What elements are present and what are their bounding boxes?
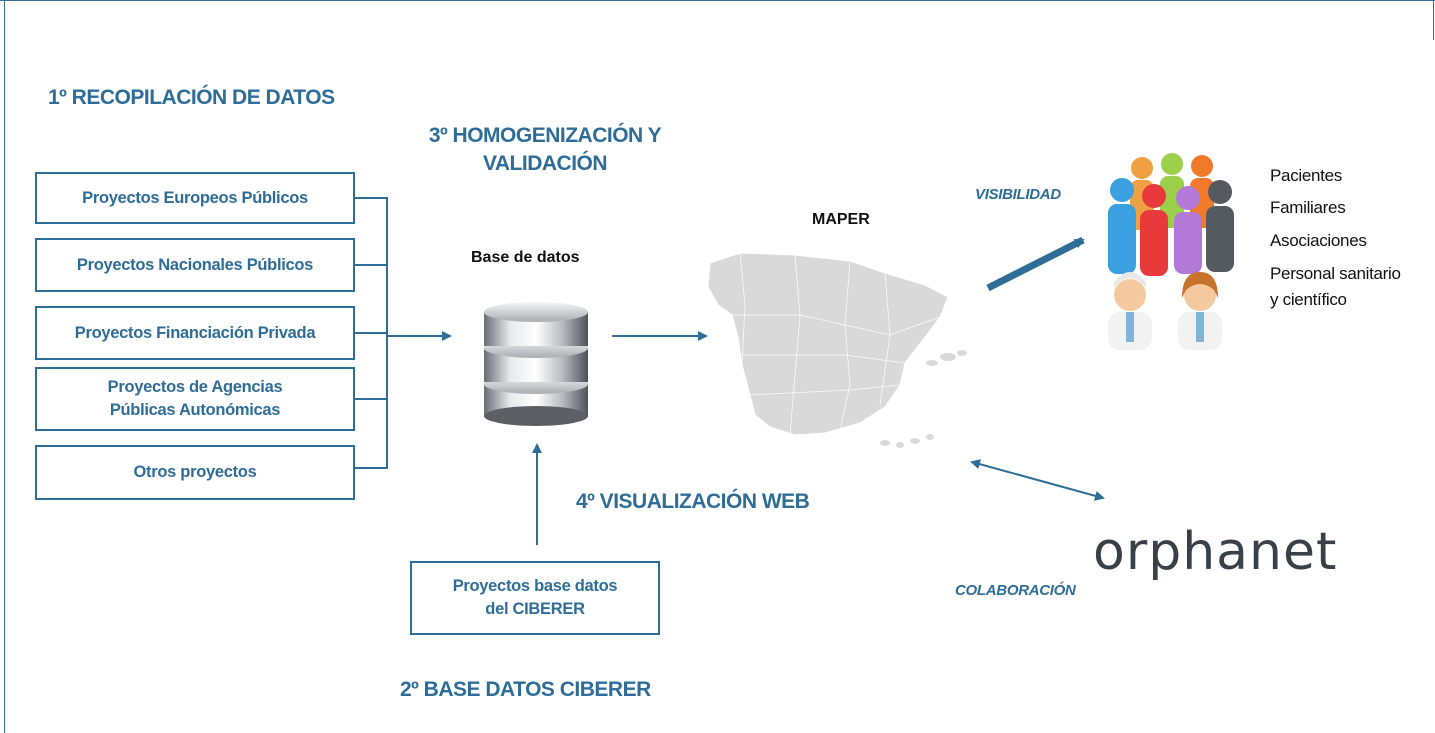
database-icon	[484, 302, 588, 426]
source-box-label: Proyectos Financiación Privada	[74, 323, 316, 342]
source-box-label-line2: Públicas Autonómicas	[109, 401, 281, 419]
source-box: Proyectos Financiación Privada	[35, 306, 355, 360]
step2-heading: 2º BASE DATOS CIBERER	[400, 678, 651, 701]
audience-item: y científico	[1270, 290, 1347, 309]
visibility-label: VISIBILIDAD	[975, 186, 1061, 203]
source-box-label: Otros proyectos	[133, 463, 257, 481]
audience-item: Pacientes	[1270, 166, 1342, 185]
collaboration-label: COLABORACIÓN	[955, 582, 1076, 599]
step3-heading-line2: VALIDACIÓN	[482, 152, 608, 175]
step3-heading-line1: 3º HOMOGENIZACIÓN Y	[428, 124, 662, 147]
step3-heading: 3º HOMOGENIZACIÓN Y VALIDACIÓN	[380, 124, 710, 176]
ciberer-box: Proyectos base datos del CIBERER	[410, 561, 660, 635]
ciberer-box-line1: Proyectos base datos	[452, 577, 618, 595]
spain-map-icon	[707, 252, 967, 448]
source-box-label-line1: Proyectos de Agencias	[107, 378, 283, 396]
orphanet-logo: orphanet	[1093, 522, 1338, 582]
frame-right-border	[1433, 0, 1434, 40]
source-box: Proyectos Nacionales Públicos	[35, 238, 355, 292]
step1-heading: 1º RECOPILACIÓN DE DATOS	[48, 86, 335, 109]
ciberer-box-line2: del CIBERER	[485, 600, 585, 618]
source-box: Proyectos de Agencias Públicas Autonómic…	[35, 367, 355, 431]
audience-item: Personal sanitario	[1270, 264, 1401, 283]
source-box: Otros proyectos	[35, 445, 355, 500]
audience-item: Asociaciones	[1270, 231, 1367, 250]
source-box: Proyectos Europeos Públicos	[35, 172, 355, 224]
collaboration-arrow	[970, 459, 1105, 501]
source-box-label: Proyectos Nacionales Públicos	[76, 255, 314, 274]
sources-bracket	[355, 197, 388, 469]
map-label: MAPER	[812, 211, 870, 228]
frame-top-border	[0, 0, 1435, 1]
visibility-arrow	[986, 236, 1085, 292]
step4-heading: 4º VISUALIZACIÓN WEB	[576, 490, 810, 513]
people-group-icon	[1108, 153, 1234, 350]
source-box-label: Proyectos Europeos Públicos	[82, 188, 308, 207]
database-label: Base de datos	[471, 249, 580, 266]
audience-item: Familiares	[1270, 198, 1346, 217]
frame-left-border	[4, 0, 5, 733]
